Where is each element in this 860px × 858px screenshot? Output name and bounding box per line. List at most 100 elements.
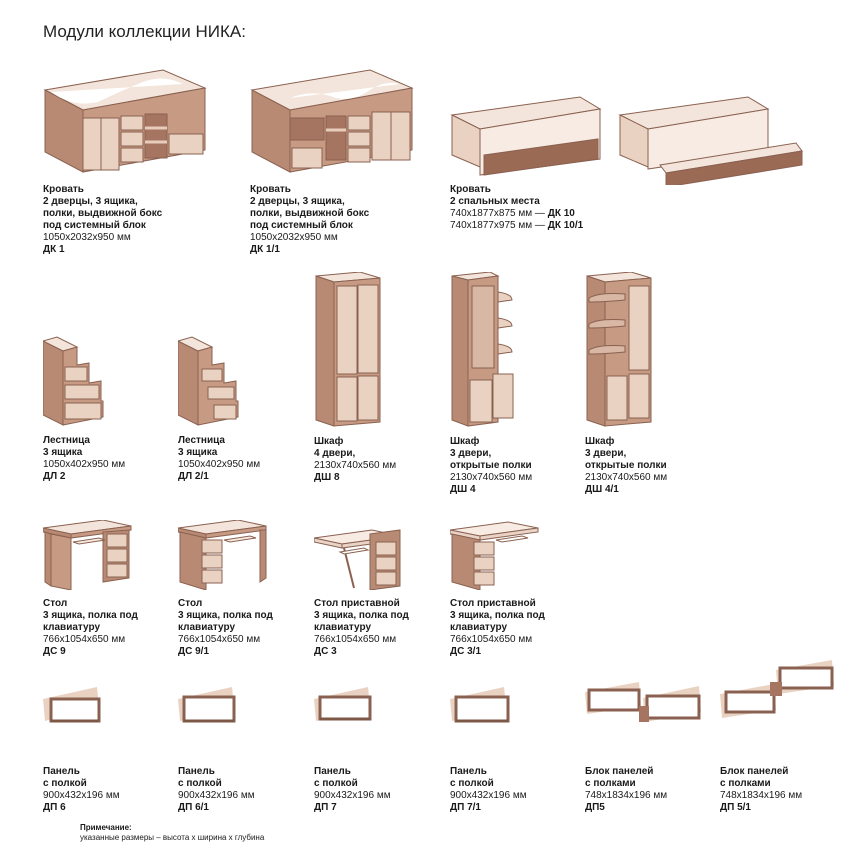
stair-drawers-mirrored-icon <box>178 336 239 426</box>
module-code: ДС 3/1 <box>450 646 482 657</box>
module-desc-line: 2 дверцы, 3 ящика, <box>43 196 138 207</box>
module-code: ДК 1/1 <box>250 244 280 255</box>
module-size: 1050x2032x950 мм <box>250 232 338 243</box>
module-size: 1050x402x950 мм <box>178 459 261 470</box>
module-name: Шкаф <box>585 436 615 447</box>
module-code: ДЛ 2/1 <box>178 471 209 482</box>
module-size: 900x432x196 мм <box>178 790 255 801</box>
module-desc-line: 3 ящика, полка под <box>43 610 138 621</box>
module-desc-line: 2 спальных места <box>450 196 540 207</box>
module-size: 900x432x196 мм <box>314 790 391 801</box>
module-name: Блок панелей <box>720 766 789 777</box>
module-desc-line: под системный блок <box>43 220 146 231</box>
wardrobe-4-doors-icon <box>315 272 381 427</box>
footnote-heading: Примечание: <box>80 823 132 832</box>
module-size: 766x1054x650 мм <box>43 634 126 645</box>
module-desc-line: с полкой <box>314 778 358 789</box>
footnote: Примечание: указанные размеры – высота х… <box>80 823 264 843</box>
module-size: 2130x740x560 мм <box>585 472 668 483</box>
module-desc-line: 3 двери, <box>450 448 492 459</box>
module-desc-line: полки, выдвижной бокс <box>43 208 163 219</box>
module-code: ДС 9/1 <box>178 646 210 657</box>
module-code: ДШ 4/1 <box>585 484 619 495</box>
module-name: Стол приставной <box>450 598 536 609</box>
stair-drawers-icon <box>43 336 104 426</box>
side-desk-mirrored-icon <box>450 521 539 590</box>
desk-mirrored-icon <box>178 520 267 590</box>
wall-shelf-panel-icon <box>450 687 510 723</box>
module-size: 900x432x196 мм <box>43 790 120 801</box>
module-code: ДС 9 <box>43 646 66 657</box>
module-desc-line: с полкой <box>450 778 494 789</box>
wall-shelf-panel-icon <box>178 687 236 723</box>
module-desc-line: 3 ящика, полка под <box>450 610 545 621</box>
module-code: ДП 7/1 <box>450 802 481 813</box>
module-desc-line: 3 двери, <box>585 448 627 459</box>
module-desc-line: клавиатуру <box>178 622 236 633</box>
module-size-line: 740x1877x875 мм — ДК 10 <box>450 208 583 220</box>
module-name: Блок панелей <box>585 766 654 777</box>
module-code: ДК 10 <box>547 208 575 219</box>
module-code: ДП 7 <box>314 802 337 813</box>
module-desc-line: полки, выдвижной бокс <box>250 208 370 219</box>
module-name: Панель <box>314 766 351 777</box>
wall-shelf-panel-icon <box>43 687 101 723</box>
module-code: ДК 1 <box>43 244 65 255</box>
module-desc-line: под системный блок <box>250 220 353 231</box>
module-desc-line: открытые полки <box>450 460 532 471</box>
module-code: ДЛ 2 <box>43 471 66 482</box>
wall-shelf-panel-icon <box>314 687 372 721</box>
footnote-text: указанные размеры – высота х ширина х гл… <box>80 833 265 842</box>
module-code: ДШ 8 <box>314 472 340 483</box>
module-size: 766x1054x650 мм <box>314 634 397 645</box>
panel-block-mirrored-icon <box>720 660 834 718</box>
module-desc-line: клавиатуру <box>314 622 372 633</box>
module-name: Стол <box>178 598 203 609</box>
module-name: Кровать <box>450 184 491 195</box>
page-title: Модули коллекции НИКА: <box>43 22 246 41</box>
module-code: ДП 5/1 <box>720 802 751 813</box>
module-desc-line: 3 ящика, полка под <box>178 610 273 621</box>
module-code: ДП 6/1 <box>178 802 209 813</box>
module-name: Шкаф <box>314 436 344 447</box>
module-desc-line: открытые полки <box>585 460 667 471</box>
module-name: Панель <box>178 766 215 777</box>
module-size: 748x1834x196 мм <box>585 790 668 801</box>
module-name: Стол приставной <box>314 598 400 609</box>
trundle-bed-icon <box>450 96 803 185</box>
module-desc-line: 3 ящика <box>178 447 218 458</box>
module-size: 1050x402x950 мм <box>43 459 126 470</box>
module-name: Лестница <box>178 435 225 446</box>
module-desc-line: 4 двери, <box>314 448 356 459</box>
module-size: 1050x2032x950 мм <box>43 232 131 243</box>
module-desc-line: с полками <box>720 778 771 789</box>
module-desc-line: клавиатуру <box>450 622 508 633</box>
module-desc-line: 2 дверцы, 3 ящика, <box>250 196 345 207</box>
module-name: Лестница <box>43 435 90 446</box>
module-size: 766x1054x650 мм <box>450 634 533 645</box>
module-size: 2130x740x560 мм <box>314 460 397 471</box>
module-name: Стол <box>43 598 68 609</box>
module-size-line: 740x1877x975 мм — ДК 10/1 <box>450 220 583 232</box>
module-size: 748x1834x196 мм <box>720 790 803 801</box>
module-desc-line: с полкой <box>178 778 222 789</box>
module-code: ДП 6 <box>43 802 66 813</box>
module-size: 740x1877x875 мм — <box>450 208 548 219</box>
module-name: Панель <box>450 766 487 777</box>
module-name: Кровать <box>43 184 84 195</box>
bed-with-storage-mirrored-icon <box>250 69 414 173</box>
module-desc-line: клавиатуру <box>43 622 101 633</box>
module-name: Панель <box>43 766 80 777</box>
module-code: ДП5 <box>585 802 605 813</box>
wardrobe-open-shelves-mirrored-icon <box>586 272 652 427</box>
bed-with-storage-icon <box>43 69 207 173</box>
panel-block-icon <box>585 682 701 722</box>
module-name: Шкаф <box>450 436 480 447</box>
module-size: 766x1054x650 мм <box>178 634 261 645</box>
module-code: ДС 3 <box>314 646 337 657</box>
wardrobe-open-shelves-icon <box>451 272 514 427</box>
module-code: ДШ 4 <box>450 484 476 495</box>
module-desc-line: с полками <box>585 778 636 789</box>
desk-icon <box>43 520 132 590</box>
module-desc-line: 3 ящика, полка под <box>314 610 409 621</box>
